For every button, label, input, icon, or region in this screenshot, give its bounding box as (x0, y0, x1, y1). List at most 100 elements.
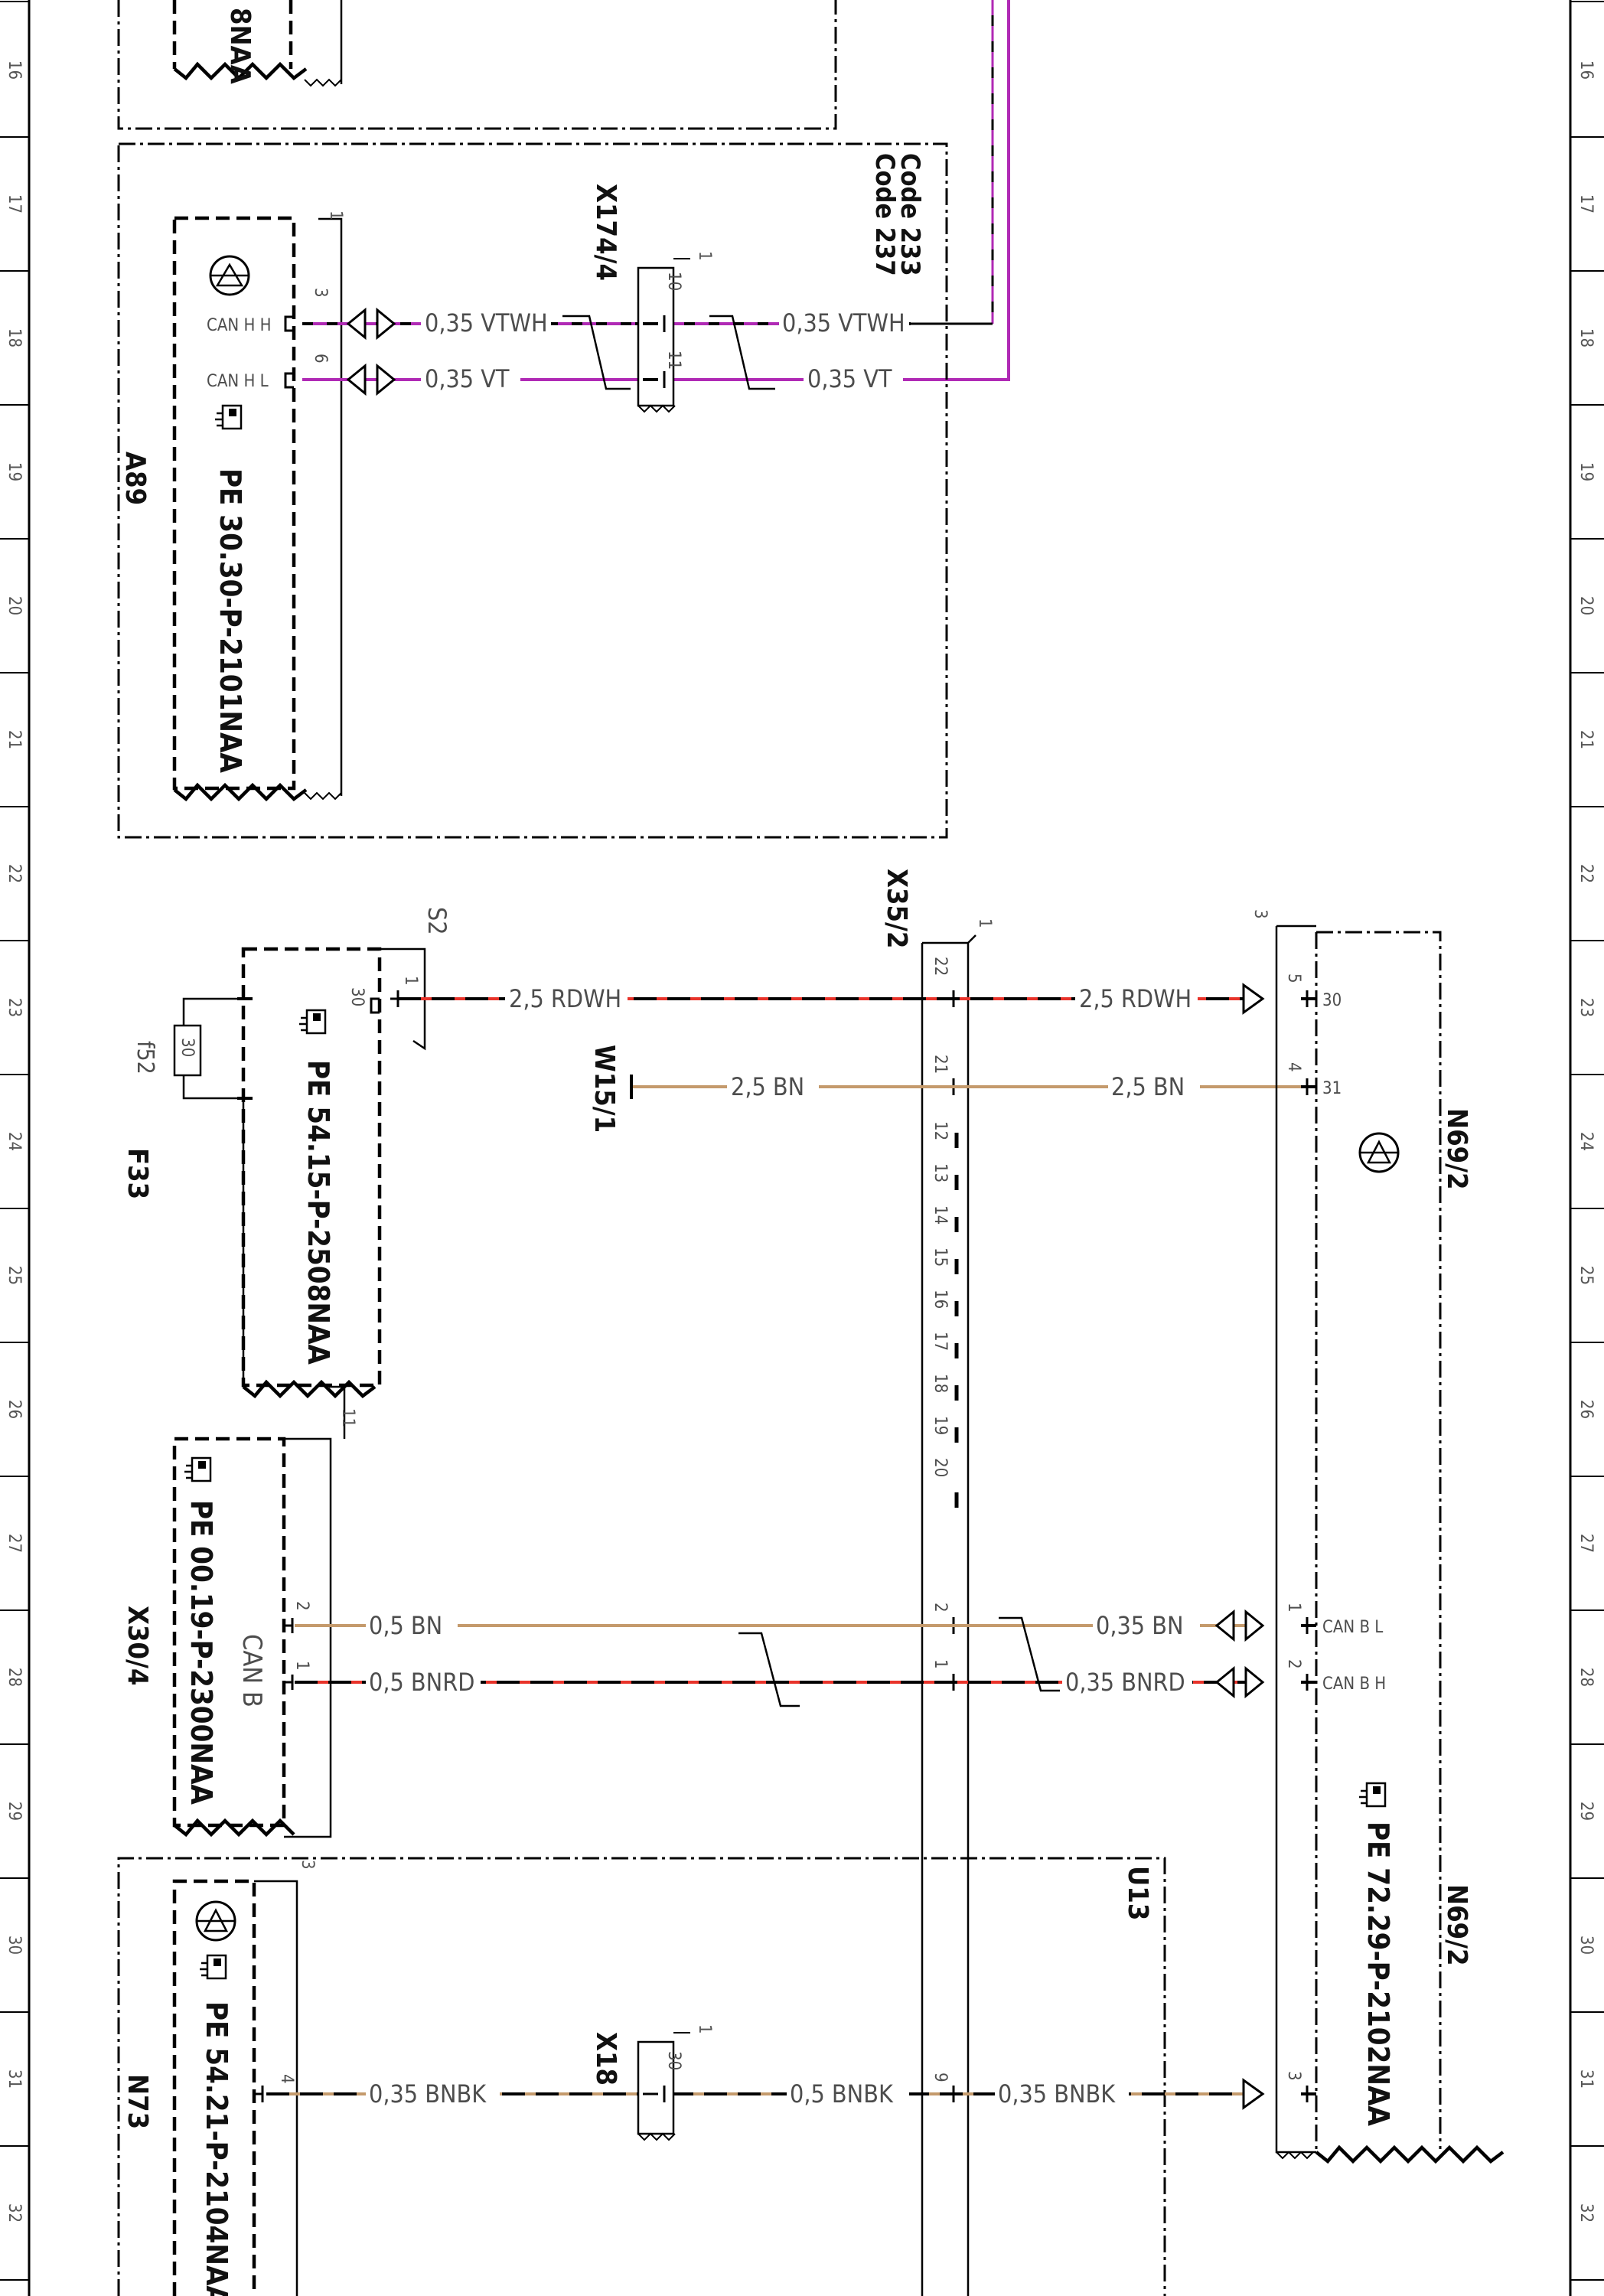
a89-pin-can-l: CAN H L (207, 372, 269, 391)
n69-2-lead-3: 3 (1250, 909, 1270, 919)
n73-hand-icon (200, 1954, 227, 1980)
a89-pin-6: 6 (311, 354, 330, 364)
wire-label-13: 0,35 BNBK (369, 2079, 487, 2108)
x30-4-doc-ref: PE 00.19-P-2300NAA (184, 1500, 218, 1805)
n69-2-designator-1: N69/2 (1441, 1108, 1472, 1190)
row-number: 16 (5, 60, 24, 80)
n69-2-pin-1: 1 (1284, 1603, 1303, 1613)
row-number: 23 (5, 998, 24, 1017)
x30-4-pin-1: 1 (292, 1661, 311, 1671)
a89-code-233: Code 233 (895, 153, 925, 276)
n69-2-pin-can-b-h: CAN B H (1322, 1675, 1386, 1694)
a89-can-wires: 10 11 1 X174/4 0,35 VTWH 0,35 VTWH 0,35 … (302, 184, 911, 413)
x174-4-label: X174/4 (590, 184, 621, 281)
n69-2-pin-31: 31 (1322, 1079, 1342, 1098)
row-number: 22 (1576, 864, 1596, 883)
wire-label-2: 0,35 VTWH (782, 308, 905, 338)
a89-designator: A89 (119, 452, 151, 505)
ground-w15-1: W15/1 (588, 1045, 620, 1133)
n69-2-pin-5: 5 (1284, 974, 1303, 983)
n73-pin-4: 4 (277, 2074, 296, 2084)
x174-4-lead: 1 (695, 251, 714, 261)
x30-4-pin-2: 2 (292, 1601, 311, 1611)
row-number: 17 (5, 194, 24, 214)
row-number: 24 (1576, 1132, 1596, 1151)
u13-designator: U13 (1122, 1866, 1153, 1920)
x35-2-pin-9: 9 (931, 2073, 950, 2082)
x35-2-pin-1: 1 (931, 1659, 950, 1669)
wire-label-12: 0,35 BNRD (1065, 1668, 1185, 1697)
wire-label-3: 0,35 VT (425, 364, 510, 393)
row-number: 31 (1576, 2069, 1596, 2089)
row-number: 27 (5, 1534, 24, 1553)
u13-lead-3: 3 (298, 1860, 317, 1870)
wire-label-4: 0,35 VT (807, 364, 892, 393)
x35-2-lead: 1 (975, 918, 994, 928)
x174-4-pin-10: 10 (664, 272, 683, 291)
a89-lead-1: 1 (326, 210, 345, 220)
row-number: 32 (1576, 2203, 1596, 2223)
row-number: 32 (5, 2203, 24, 2223)
row-number: 19 (5, 462, 24, 481)
row-number: 30 (5, 1936, 24, 1955)
row-number: 18 (5, 328, 24, 347)
x35-2-pin-21: 21 (931, 1055, 950, 1074)
row-number: 18 (1576, 328, 1596, 347)
wire-label-11: 0,5 BNRD (369, 1668, 474, 1697)
row-number: 26 (1576, 1400, 1596, 1419)
row-number: 17 (1576, 194, 1596, 214)
row-number: 21 (5, 730, 24, 749)
n69-2-pin-3: 3 (1284, 2071, 1303, 2081)
x35-2-pin-14: 14 (931, 1205, 950, 1225)
x35-2-pin-19: 19 (931, 1416, 950, 1435)
a89-module-icon (209, 255, 250, 296)
bnbk-wire: 30 1 X18 0,35 BNBK 0,5 BNBK 0,35 BNBK (266, 2024, 1265, 2141)
n69-2-designator-2: N69/2 (1441, 1884, 1472, 1966)
x35-2-pin-12: 12 (931, 1121, 950, 1140)
wire-label-15: 0,35 BNBK (998, 2079, 1116, 2108)
u13-n73-block: U13 3 PE 54.21-P-2104NAA N73 4 (117, 1857, 1166, 2296)
n69-2-pin-4: 4 (1284, 1062, 1303, 1072)
x35-2-pin-18: 18 (931, 1374, 950, 1393)
x35-2-pin-15: 15 (931, 1247, 950, 1267)
n69-2-pin-2: 2 (1284, 1659, 1303, 1669)
a89-pin-3: 3 (311, 288, 330, 298)
row-number: 16 (1576, 60, 1596, 80)
n69-2-block: 3 N69/2 N69/2 PE 72.29-P-2102NAA 30 31 C… (1250, 909, 1505, 2164)
row-number: 19 (1576, 462, 1596, 481)
n69-2-doc-ref: PE 72.29-P-2102NAA (1361, 1821, 1395, 2126)
x174-4-pin-11: 11 (664, 351, 683, 370)
a89-code-237: Code 237 (869, 153, 900, 276)
s2-pin-1: 1 (401, 976, 420, 986)
a89-block: Code 233 Code 237 1 CAN H H CAN H L 3 6 … (117, 142, 948, 839)
x35-2-pin-2: 2 (931, 1603, 950, 1613)
x35-2-pin-17: 17 (931, 1332, 950, 1351)
n73-doc-ref: PE 54.21-P-2104NAA (200, 2001, 233, 2296)
row-number: 29 (1576, 1802, 1596, 1821)
wire-label-14: 0,5 BNBK (790, 2079, 894, 2108)
row-number: 29 (5, 1802, 24, 1821)
top-partial-module: 8NAA (117, 0, 837, 130)
x18-pin-30: 30 (664, 2051, 683, 2070)
f33-block: 30 f52 F33 30 PE 54.15-P-2508NAA S2 1 11 (122, 907, 452, 1439)
f33-lead-11: 11 (338, 1408, 357, 1427)
row-number: 22 (5, 864, 24, 883)
row-number: 21 (1576, 730, 1596, 749)
a89-doc-ref: PE 30.30-P-2101NAA (214, 468, 247, 773)
row-number: 26 (5, 1400, 24, 1419)
n73-module-icon (195, 1900, 236, 1942)
f33-designator: F33 (122, 1148, 153, 1199)
row-number: 20 (1576, 596, 1596, 615)
x30-4-block: PE 00.19-P-2300NAA CAN B X30/4 2 1 (122, 1437, 332, 1838)
row-number: 25 (5, 1266, 24, 1285)
a89-hand-icon (215, 404, 243, 430)
x35-2-pin-13: 13 (931, 1163, 950, 1182)
f33-pin-30: 30 (347, 987, 367, 1006)
power-wires: W15/1 2,5 RDWH 2,5 RDWH 2,5 BN 2,5 BN (398, 983, 1301, 1133)
wire-label-7: 2,5 BN (731, 1072, 804, 1101)
x35-2-pin-22: 22 (931, 957, 950, 976)
top-module-ref: 8NAA (224, 8, 256, 84)
wire-label-9: 0,5 BN (369, 1611, 442, 1640)
